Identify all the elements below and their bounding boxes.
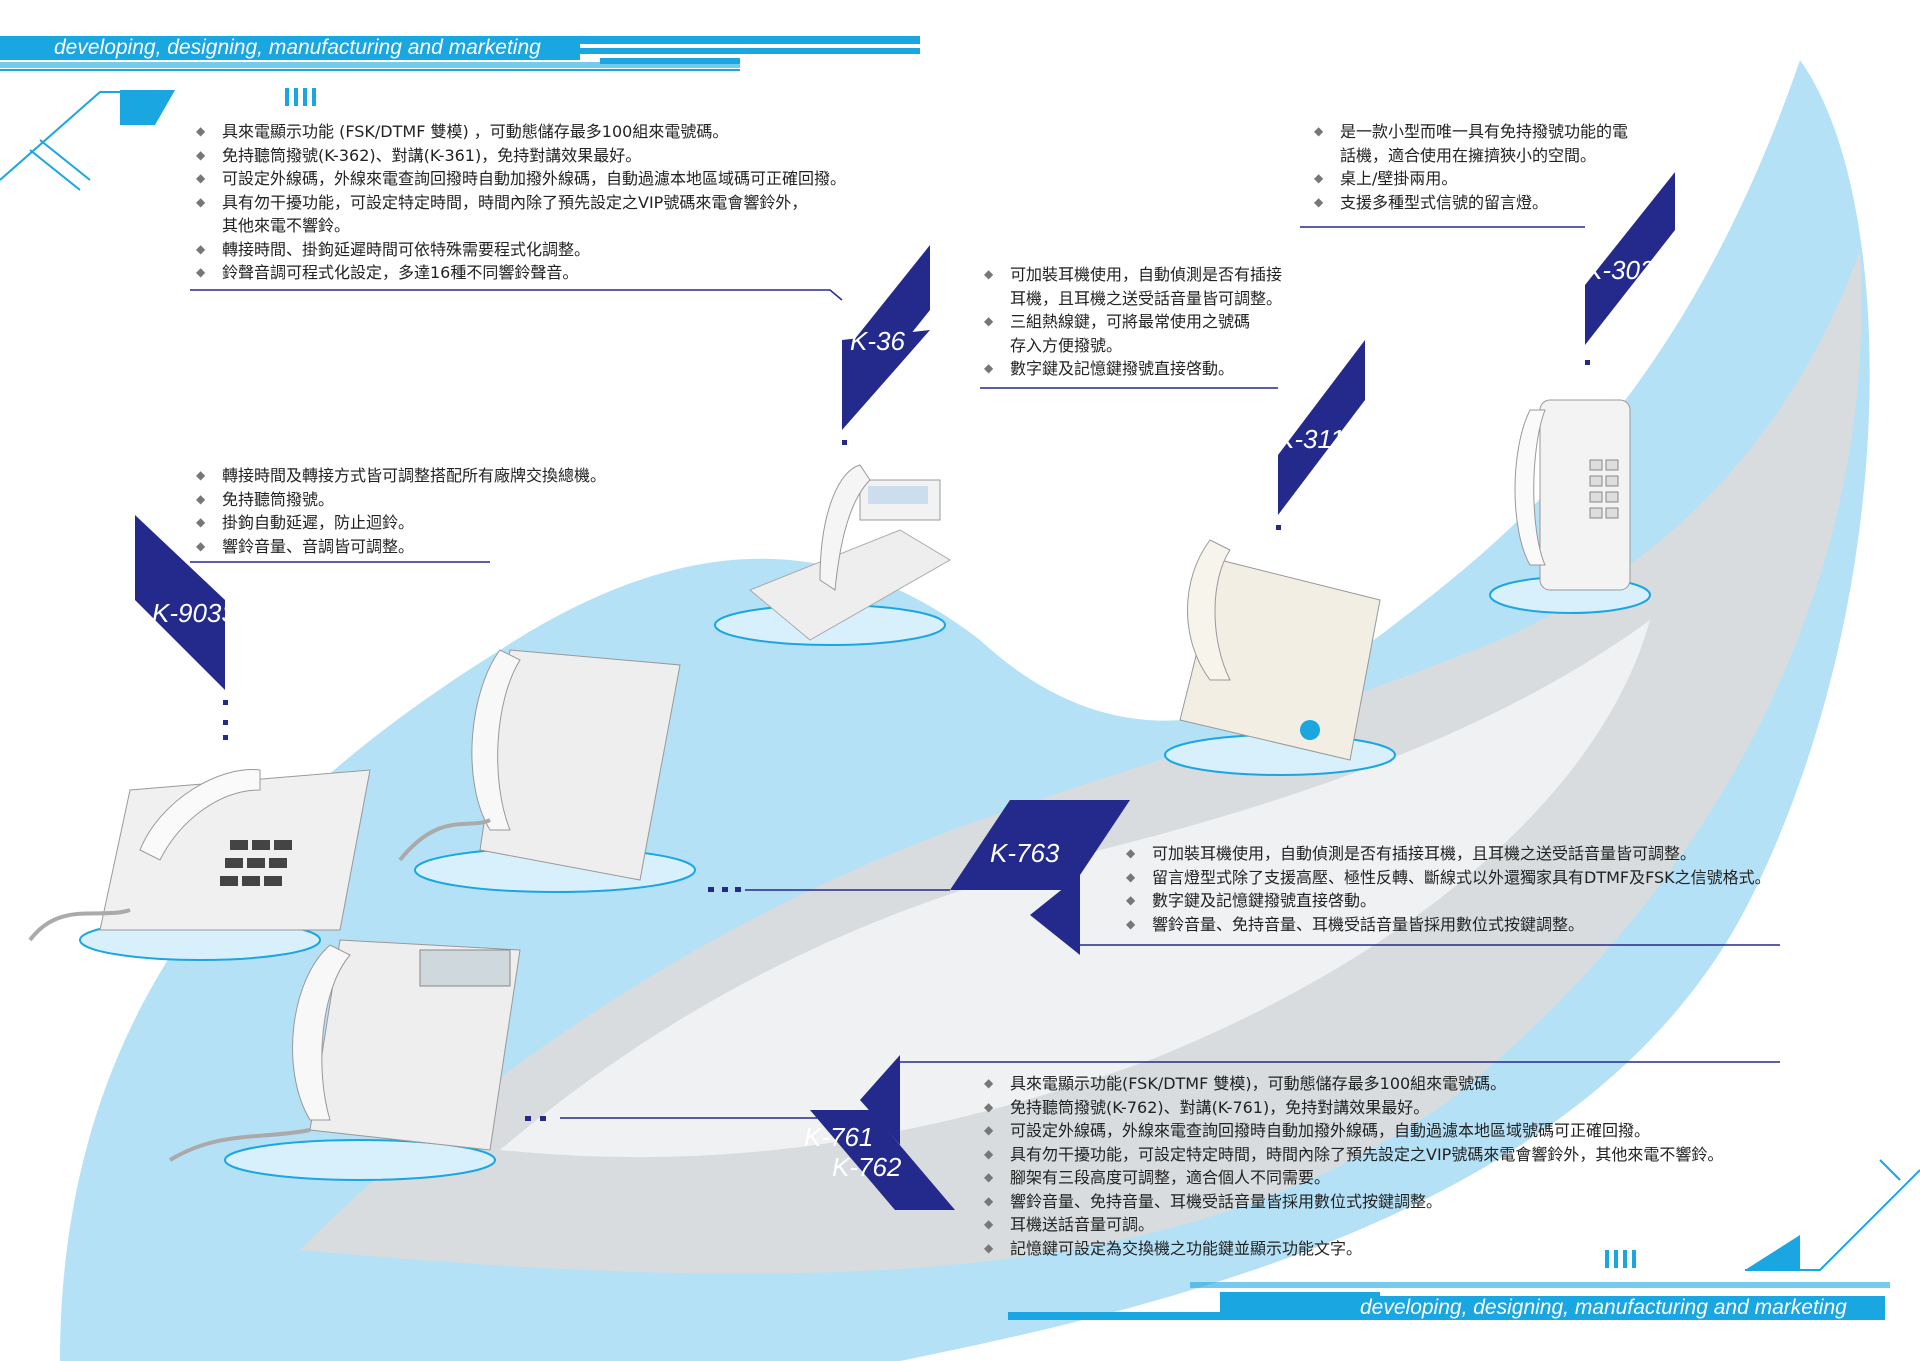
feature-item: 免持聽筒撥號(K-362)、對講(K-361)，免持對講效果最好。 (196, 144, 846, 168)
phone-k302-image (1489, 399, 1651, 614)
feature-item: 免持聽筒撥號。 (196, 488, 606, 512)
feature-item: 記憶鍵可設定為交換機之功能鍵並顯示功能文字。 (984, 1237, 1723, 1261)
feature-list-k763: 可加裝耳機使用，自動偵測是否有插接耳機，且耳機之送受話音量皆可調整。 留言燈型式… (1126, 842, 1771, 936)
model-label-k762: K-762 (832, 1152, 902, 1182)
feature-item: 可加裝耳機使用，自動偵測是否有插接耳機，且耳機之送受話音量皆可調整。 (1126, 842, 1771, 866)
feature-list-k903s: 轉接時間及轉接方式皆可調整搭配所有廠牌交換總機。 免持聽筒撥號。 掛鉤自動延遲，… (196, 464, 606, 558)
feature-list-k36: 具來電顯示功能 (FSK/DTMF 雙模) ，可動態儲存最多100組來電號碼。 … (196, 120, 846, 285)
top-banner-text: developing, designing, manufacturing and… (54, 36, 541, 59)
feature-item: 響鈴音量、免持音量、耳機受話音量皆採用數位式按鍵調整。 (984, 1190, 1723, 1214)
feature-item: 支援多種型式信號的留言燈。 (1314, 191, 1628, 215)
model-flags (135, 172, 1675, 1210)
phone-k903s-image (28, 769, 371, 961)
feature-item: 話機，適合使用在擁擠狹小的空間。 (1340, 145, 1597, 165)
feature-item: 存入方便撥號。 (1010, 335, 1123, 355)
feature-list-k761-k762: 具來電顯示功能(FSK/DTMF 雙模)，可動態儲存最多100組來電號碼。 免持… (984, 1072, 1723, 1260)
model-label-k311: K-311 (1277, 424, 1345, 454)
phone-k311-image (1164, 539, 1396, 776)
feature-list-k311: 可加裝耳機使用，自動偵測是否有插接 耳機，且耳機之送受話音量皆可調整。 三組熱線… (984, 263, 1282, 381)
model-label-k302: K-302 (1585, 255, 1655, 285)
top-banner: developing, designing, manufacturing and… (0, 36, 580, 60)
feature-item: 免持聽筒撥號(K-762)、對講(K-761)，免持對講效果最好。 (984, 1096, 1723, 1120)
bottom-banner-text: developing, designing, manufacturing and… (1360, 1296, 1847, 1319)
bottom-banner: developing, designing, manufacturing and… (1350, 1296, 1885, 1320)
model-label-k903s: K-903S (152, 598, 239, 628)
feature-item: 其他來電不響鈴。 (222, 216, 351, 235)
feature-item: 數字鍵及記憶鍵撥號直接啓動。 (984, 357, 1282, 381)
feature-item: 耳機送話音量可調。 (984, 1213, 1723, 1237)
feature-item: 具有勿干擾功能，可設定特定時間，時間內除了預先設定之VIP號碼來電會響鈴外， (196, 191, 846, 215)
model-label-k36: K-36 (850, 326, 905, 356)
model-label-k761: K-761 (804, 1122, 874, 1152)
feature-item: 是一款小型而唯一具有免持撥號功能的電 (1314, 120, 1628, 144)
feature-item: 腳架有三段高度可調整，適合個人不同需要。 (984, 1166, 1723, 1190)
feature-item: 耳機，且耳機之送受話音量皆可調整。 (1010, 288, 1283, 308)
feature-item: 可加裝耳機使用，自動偵測是否有插接 (984, 263, 1282, 287)
feature-item: 轉接時間、掛鉤延遲時間可依特殊需要程式化調整。 (196, 238, 846, 262)
phone-k36-image (714, 464, 951, 646)
feature-item: 可設定外線碼，外線來電查詢回撥時自動加撥外線碼，自動過濾本地區域號碼可正確回撥。 (984, 1119, 1723, 1143)
model-label-k763: K-763 (990, 838, 1060, 868)
feature-item: 三組熱線鍵，可將最常使用之號碼 (984, 310, 1282, 334)
feature-item: 具有勿干擾功能，可設定特定時間，時間內除了預先設定之VIP號碼來電會響鈴外，其他… (984, 1143, 1723, 1167)
feature-item: 響鈴音量、音調皆可調整。 (196, 535, 606, 559)
feature-item: 留言燈型式除了支援高壓、極性反轉、斷線式以外還獨家具有DTMF及FSK之信號格式… (1126, 866, 1771, 890)
feature-item: 具來電顯示功能 (FSK/DTMF 雙模) ，可動態儲存最多100組來電號碼。 (196, 120, 846, 144)
feature-item: 掛鉤自動延遲，防止迴鈴。 (196, 511, 606, 535)
feature-item: 可設定外線碼，外線來電查詢回撥時自動加撥外線碼，自動過濾本地區域碼可正確回撥。 (196, 167, 846, 191)
feature-item: 具來電顯示功能(FSK/DTMF 雙模)，可動態儲存最多100組來電號碼。 (984, 1072, 1723, 1096)
phone-k761-k762-image (168, 939, 521, 1181)
feature-list-k302: 是一款小型而唯一具有免持撥號功能的電 話機，適合使用在擁擠狹小的空間。 桌上/壁… (1314, 120, 1628, 214)
phone-k763-image (398, 649, 696, 893)
feature-item: 轉接時間及轉接方式皆可調整搭配所有廠牌交換總機。 (196, 464, 606, 488)
dash-blocks-top (0, 36, 920, 125)
feature-item: 數字鍵及記憶鍵撥號直接啓動。 (1126, 889, 1771, 913)
feature-item: 鈴聲音調可程式化設定，多達16種不同響鈴聲音。 (196, 261, 846, 285)
feature-item: 響鈴音量、免持音量、耳機受話音量皆採用數位式按鍵調整。 (1126, 913, 1771, 937)
feature-item: 桌上/壁掛兩用。 (1314, 167, 1628, 191)
